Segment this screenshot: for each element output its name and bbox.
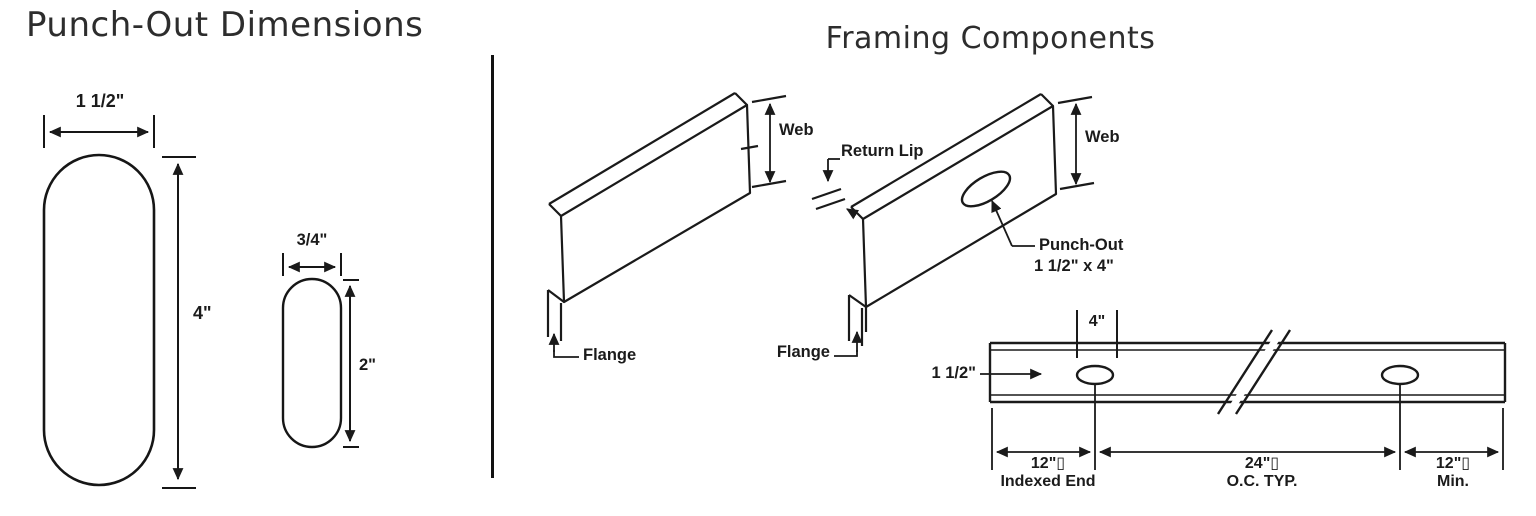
track-web-label: Web bbox=[779, 121, 814, 139]
left-section-title: Punch-Out Dimensions bbox=[26, 5, 424, 45]
large-punchout-shape bbox=[42, 153, 156, 487]
track-annotation-lines bbox=[548, 102, 776, 358]
small-punchout-shape bbox=[281, 277, 343, 449]
punchout-dimension-arrows bbox=[48, 126, 356, 481]
section-divider bbox=[491, 55, 494, 478]
stud-drawing bbox=[811, 93, 1095, 346]
face-dim-mid-caption: O.C. TYP. bbox=[1226, 473, 1298, 490]
face-dim-right-caption: Min. bbox=[1437, 473, 1469, 490]
stud-flange-label: Flange bbox=[776, 343, 830, 361]
stud-annotation-lines bbox=[822, 102, 1082, 357]
face-dim-mid-value: 24"▯ bbox=[1244, 455, 1280, 472]
stud-face-break bbox=[1216, 329, 1292, 415]
face-punchout-width-label: 4" bbox=[1088, 313, 1106, 330]
stud-punchout-label-line1: Punch-Out bbox=[1039, 236, 1124, 254]
punchout-dimension-lines bbox=[43, 115, 359, 489]
face-dim-right-value: 12"▯ bbox=[1435, 455, 1471, 472]
small-punchout-height-label: 2" bbox=[359, 356, 376, 374]
stud-web-label: Web bbox=[1085, 128, 1120, 146]
stud-face-dimension-lines bbox=[980, 310, 1504, 470]
track-drawing bbox=[546, 92, 787, 341]
large-punchout-height-label: 4" bbox=[193, 303, 212, 323]
face-dim-left-value: 12"▯ bbox=[1030, 455, 1066, 472]
track-flange-label: Flange bbox=[583, 346, 637, 364]
stud-punchout-label-line2: 1 1/2" x 4" bbox=[1034, 257, 1114, 275]
large-punchout-width-label: 1 1/2" bbox=[75, 91, 125, 111]
face-dim-left-caption: Indexed End bbox=[1000, 473, 1096, 490]
stud-return-lip-label: Return Lip bbox=[841, 142, 924, 160]
face-member-width-label: 1 1/2" bbox=[931, 364, 976, 382]
stud-face-view bbox=[988, 341, 1507, 404]
right-section-title: Framing Components bbox=[825, 21, 1156, 56]
small-punchout-width-label: 3/4" bbox=[296, 231, 328, 249]
